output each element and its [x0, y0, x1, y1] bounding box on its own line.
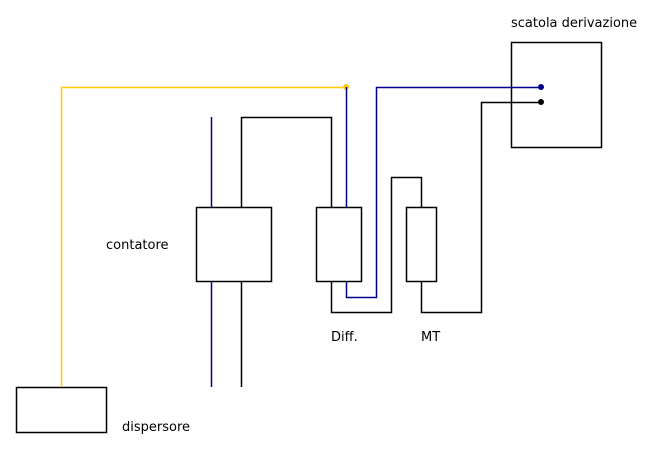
thermal-breaker-box: [405, 206, 438, 283]
differential-label: Diff.: [331, 330, 358, 345]
ground-electrode-box: [15, 386, 108, 434]
meter-label: contatore: [106, 238, 169, 253]
junction-box-label: scatola derivazione: [511, 16, 637, 31]
ground-electrode-label: dispersore: [122, 420, 190, 435]
phase-wire-diff-to-mt: [330, 176, 423, 314]
phase-wire-meter-to-diff: [240, 116, 333, 207]
junction-box: [510, 41, 603, 149]
differential-box: [315, 206, 363, 283]
thermal-breaker-label: MT: [421, 330, 440, 345]
meter-box: [195, 206, 273, 283]
ground-wire: [60, 86, 347, 387]
neutral-wire-diff-out: [345, 86, 541, 299]
neutral-terminal-dot: [538, 84, 544, 90]
phase-terminal-dot: [538, 99, 544, 105]
phase-wire-mt-to-box: [420, 101, 541, 314]
